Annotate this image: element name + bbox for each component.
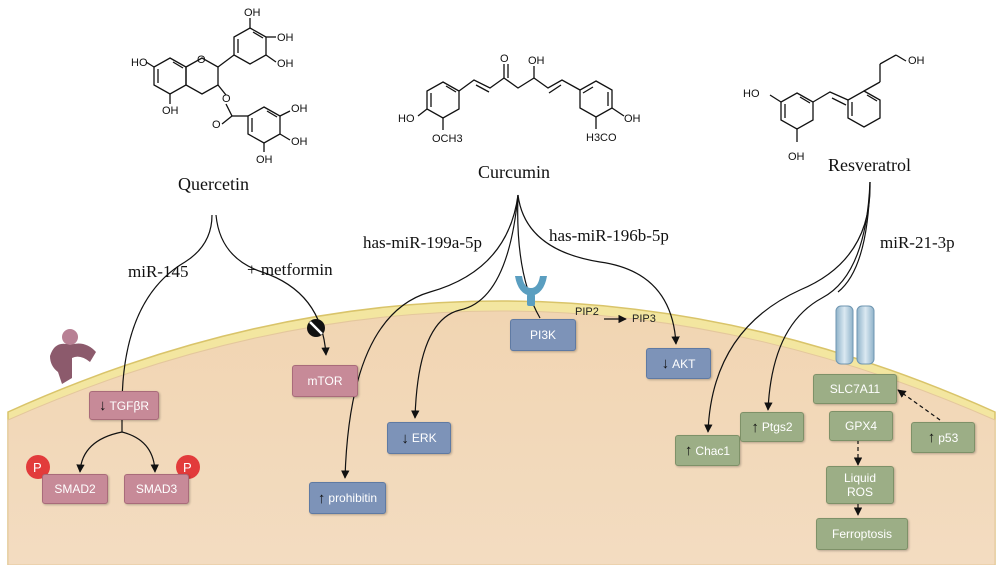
svg-text:OH: OH [291,136,308,148]
svg-text:O: O [500,53,509,65]
phospho-icon-smad3: P [176,455,200,479]
label-quercetin: Quercetin [178,174,249,194]
arrow-p53-slc7a11 [897,389,941,421]
resveratrol-atom-labels: HO OH OH [743,55,925,163]
inhibit-icon [307,319,325,337]
arrow-resveratrol-chac1 [704,181,871,433]
svg-text:OCH3: OCH3 [432,133,463,145]
svg-text:OH: OH [528,55,545,67]
svg-text:P: P [33,460,42,475]
up-arrow-icon: ↑ [927,429,936,446]
protein-ferroptosis: Ferroptosis [816,518,908,550]
protein-smad3: SMAD3 [124,474,189,504]
svg-text:O: O [212,119,221,131]
protein-mtor: mTOR [292,365,358,397]
arrow-curcumin-erk [411,194,519,419]
svg-text:OH: OH [908,55,925,67]
up-arrow-icon: ↑ [684,442,693,459]
protein-pi3k: PI3K [510,319,576,351]
label-pip2: PIP2 [575,306,599,318]
label-resveratrol: Resveratrol [828,155,911,175]
protein-chac1: ↑Chac1 [675,435,740,466]
resveratrol-structure [769,90,881,142]
label-metformin: + metformin [247,260,333,279]
svg-text:H3CO: H3CO [586,132,617,144]
svg-text:OH: OH [277,58,294,70]
arrow-curcumin-akt [517,194,680,345]
arrow-tgfbr-smad2 [76,431,123,473]
label-mir21: miR-21-3p [880,233,955,252]
arrow-resveratrol-ptgs2 [764,181,871,411]
arrow-curcumin-prohibitin [341,194,519,479]
svg-text:OH: OH [162,105,179,117]
svg-text:HO: HO [743,88,760,100]
arrow-tgfbr-smad3 [121,431,159,473]
arrow-resveratrol-channel [837,181,871,293]
protein-p53: ↑p53 [911,422,975,453]
up-arrow-icon: ↑ [751,418,759,436]
svg-text:OH: OH [788,151,805,163]
svg-text:OH: OH [624,113,641,125]
svg-text:OH: OH [291,103,308,115]
arrow-curcumin-pi3k [517,194,541,319]
down-arrow-icon: ↓ [98,397,107,414]
svg-text:OH: OH [244,7,261,19]
protein-akt: ↓AKT [646,348,711,379]
cell-cytoplasm [7,310,996,565]
quercetin-structure [145,18,291,152]
svg-text:HO: HO [398,113,415,125]
arrow-quercetin-mir145 [117,214,213,416]
pi3k-receptor-icon [515,276,547,306]
phospho-icon-smad2: P [26,455,50,479]
protein-liquid-ros: Liquid ROS [826,466,894,504]
svg-text:P: P [183,460,192,475]
label-pip3: PIP3 [632,313,656,325]
protein-smad2: SMAD2 [42,474,108,504]
label-curcumin: Curcumin [478,162,550,182]
curcumin-atom-labels: O OH HO OCH3 OH H3CO [398,53,641,145]
protein-ptgs2: ↑Ptgs2 [740,412,804,442]
svg-text:O: O [197,54,206,66]
svg-text:OH: OH [256,154,273,166]
protein-erk: ↓ERK [387,422,451,454]
quercetin-atom-labels: OH OH OH HO OH O O O OH OH OH [131,7,308,166]
svg-text:O: O [222,93,231,105]
svg-text:HO: HO [131,57,148,69]
protein-slc7a11: SLC7A11 [813,374,897,404]
protein-tgfbr: ↓TGFβR [89,391,159,420]
resveratrol-phenol [863,54,907,92]
down-arrow-icon: ↓ [661,355,670,372]
protein-gpx4: GPX4 [829,411,893,441]
label-mir199a: has-miR-199a-5p [363,233,482,252]
label-mir196b: has-miR-196b-5p [549,226,669,245]
protein-prohibitin: ↑prohibitin [309,482,386,514]
curcumin-structure [417,64,625,130]
label-mir145: miR-145 [128,262,189,281]
slc7a11-channel-icon [835,305,875,365]
down-arrow-icon: ↓ [401,429,409,447]
up-arrow-icon: ↑ [317,489,326,507]
tgfbr-receptor-icon [50,329,96,384]
svg-text:OH: OH [277,32,294,44]
